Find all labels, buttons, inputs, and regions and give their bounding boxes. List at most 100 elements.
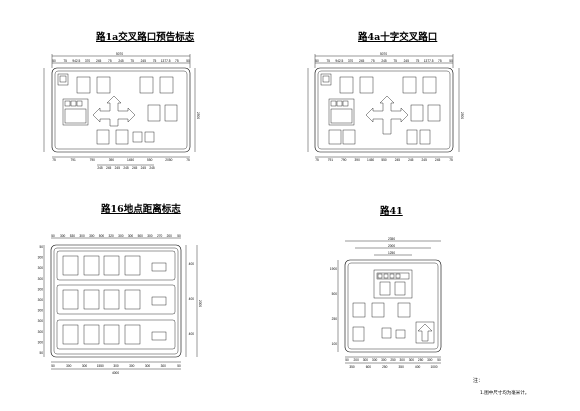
p1-total-dim: 5070 xyxy=(116,52,123,56)
p4-sub-label: 400 xyxy=(415,365,421,369)
p2-bot-label: 791 xyxy=(328,158,334,162)
p3-right-col: 400 400 400 xyxy=(189,262,195,336)
p1-top-label: 245 xyxy=(141,59,147,63)
p4-sub-label: 350 xyxy=(399,365,405,369)
p1-top-label: 75 xyxy=(108,59,112,63)
p1-sub-label: 245 xyxy=(97,166,103,170)
p1-bot-label: 75 xyxy=(186,158,190,162)
p2-top-label: 75 xyxy=(326,59,330,63)
p1-top-label: 1377.5 xyxy=(161,59,171,63)
p4-sub-label: 350 xyxy=(349,365,355,369)
p1-sub-label: 245 xyxy=(149,166,155,170)
p3-left-label: 300 xyxy=(38,309,44,313)
p1-bot-label: 75 xyxy=(52,158,56,162)
p2-top-label: 50 xyxy=(449,59,453,63)
p2-bot-label: 1450 xyxy=(367,158,374,162)
panel3-title: 路16地点距离标志 xyxy=(101,204,181,215)
p4-inner2-dim: 1250 xyxy=(388,251,395,255)
p3-left-label: 300 xyxy=(38,287,44,291)
p3-top-label: 300 xyxy=(118,234,124,238)
p2-top-label: 75 xyxy=(438,59,442,63)
p2-total-dim: 5070 xyxy=(380,52,387,56)
p1-top-label: 370 xyxy=(85,59,91,63)
p1-top-label: 50 xyxy=(186,59,190,63)
p3-top-label: 200 xyxy=(167,234,173,238)
p2-top-label: 75 xyxy=(416,59,420,63)
p1-top-label: 75 xyxy=(130,59,134,63)
p3-bot-label: 300 xyxy=(145,364,151,368)
note-label: 注： xyxy=(473,378,484,384)
p4-bot-label: 250 xyxy=(390,358,396,362)
p3-top-label: 300 xyxy=(89,234,95,238)
p4-inner-dim: 2000 xyxy=(388,244,395,248)
p2-bot-label: 550 xyxy=(381,158,387,162)
p3-top-label: 500 xyxy=(138,234,144,238)
p4-left-label: 500 xyxy=(332,292,338,296)
p3-bot-label: 300 xyxy=(161,364,167,368)
p2-top-label: 75 xyxy=(393,59,397,63)
p3-left-label: 50 xyxy=(39,351,43,355)
p3-right-label: 400 xyxy=(189,297,195,301)
panel3-sign xyxy=(50,244,182,358)
p3-right-label: 400 xyxy=(189,332,195,336)
p3-right-label: 400 xyxy=(189,262,195,266)
p4-total-dim: 2350 xyxy=(388,237,395,241)
p1-sub-label: 245 xyxy=(115,166,121,170)
p3-bot-label: 50 xyxy=(51,364,55,368)
p4-left-label: 100 xyxy=(332,342,338,346)
p4-bot-label: 300 xyxy=(409,358,415,362)
panel4-dimensions: 2350 2000 1250 1900 500 250 100 50 200 300 300… xyxy=(330,237,441,369)
p2-top-label: 245 xyxy=(359,59,365,63)
p2-top-label: 50 xyxy=(315,59,319,63)
p3-left-label: 300 xyxy=(38,319,44,323)
p1-top-label: 245 xyxy=(118,59,124,63)
p4-bot-label: 200 xyxy=(354,358,360,362)
p1-bot-label: 790 xyxy=(90,158,96,162)
p3-left-label: 50 xyxy=(39,245,43,249)
p3-top-label: 300 xyxy=(60,234,66,238)
p3-left-label: 300 xyxy=(38,298,44,302)
p1-bot-label: 791 xyxy=(70,158,76,162)
p4-bot-label: 300 xyxy=(372,358,378,362)
p3-top-label: 50 xyxy=(177,234,181,238)
panel2-title: 路4a十字交叉路口 xyxy=(358,32,438,43)
p1-bot-label: 1450 xyxy=(127,158,134,162)
p2-top-label: 245 xyxy=(381,59,387,63)
p2-top-label: 942.5 xyxy=(335,59,343,63)
p2-bot-label: 245 xyxy=(435,158,441,162)
p1-sub-label: 245 xyxy=(106,166,112,170)
p3-total-dim: 4000 xyxy=(112,371,119,375)
p1-top-label: 942.5 xyxy=(72,59,80,63)
p1-bot-label: 390 xyxy=(109,158,115,162)
p3-bot-label: 300 xyxy=(113,364,119,368)
p3-top-label: 300 xyxy=(147,234,153,238)
p3-left-label: 300 xyxy=(38,340,44,344)
panel4-sign xyxy=(344,259,442,353)
p1-sub-label: 245 xyxy=(132,166,138,170)
p2-bot-label: 75 xyxy=(449,158,453,162)
p3-bot-label: 300 xyxy=(129,364,135,368)
p3-top-label: 300 xyxy=(128,234,134,238)
p3-top-label: 500 xyxy=(99,234,105,238)
p4-bot-label: 50 xyxy=(345,358,349,362)
p3-left-label: 300 xyxy=(38,266,44,270)
p2-bot-label: 75 xyxy=(315,158,319,162)
p1-top-label: 50 xyxy=(52,59,56,63)
p4-left-label: 1900 xyxy=(330,267,337,271)
p3-top-label: 300 xyxy=(79,234,85,238)
p1-top-label: 75 xyxy=(153,59,157,63)
p3-top-label: 320 xyxy=(108,234,114,238)
p3-bot-label: 300 xyxy=(66,364,72,368)
p1-top-label: 75 xyxy=(175,59,179,63)
